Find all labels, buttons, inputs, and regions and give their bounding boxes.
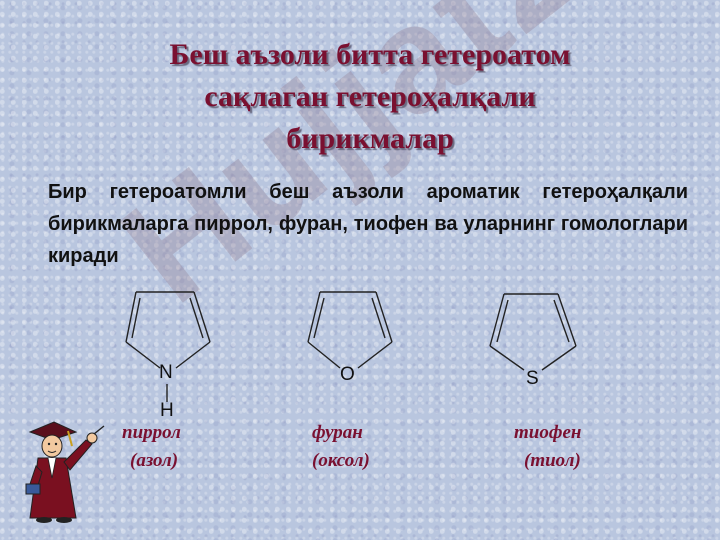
furan-name: фуран xyxy=(312,422,363,443)
thiophene-name: тиофен xyxy=(514,422,582,443)
furan-heteroatom: O xyxy=(340,364,355,385)
thiophene-structure xyxy=(489,293,577,371)
pyrrole-alt-name: (азол) xyxy=(130,450,179,471)
pyrrole-structure xyxy=(125,291,211,369)
professor-cartoon-icon xyxy=(25,421,105,523)
pyrrole-name: пиррол xyxy=(122,422,181,443)
intro-paragraph: Бир гетероатомли беш аъзоли ароматик гет… xyxy=(48,181,688,267)
slide-title: Беш аъзоли битта гетероатом сақлаган гет… xyxy=(169,38,571,155)
pyrrole-hydrogen: H xyxy=(160,400,174,421)
thiophene-alt-name: (тиол) xyxy=(524,450,581,471)
thiophene-heteroatom: S xyxy=(526,368,539,389)
pyrrole-heteroatom: N xyxy=(159,362,173,383)
furan-alt-name: (оксол) xyxy=(312,450,370,471)
pyrrole-nh-bond xyxy=(166,384,168,402)
furan-structure xyxy=(307,291,393,369)
